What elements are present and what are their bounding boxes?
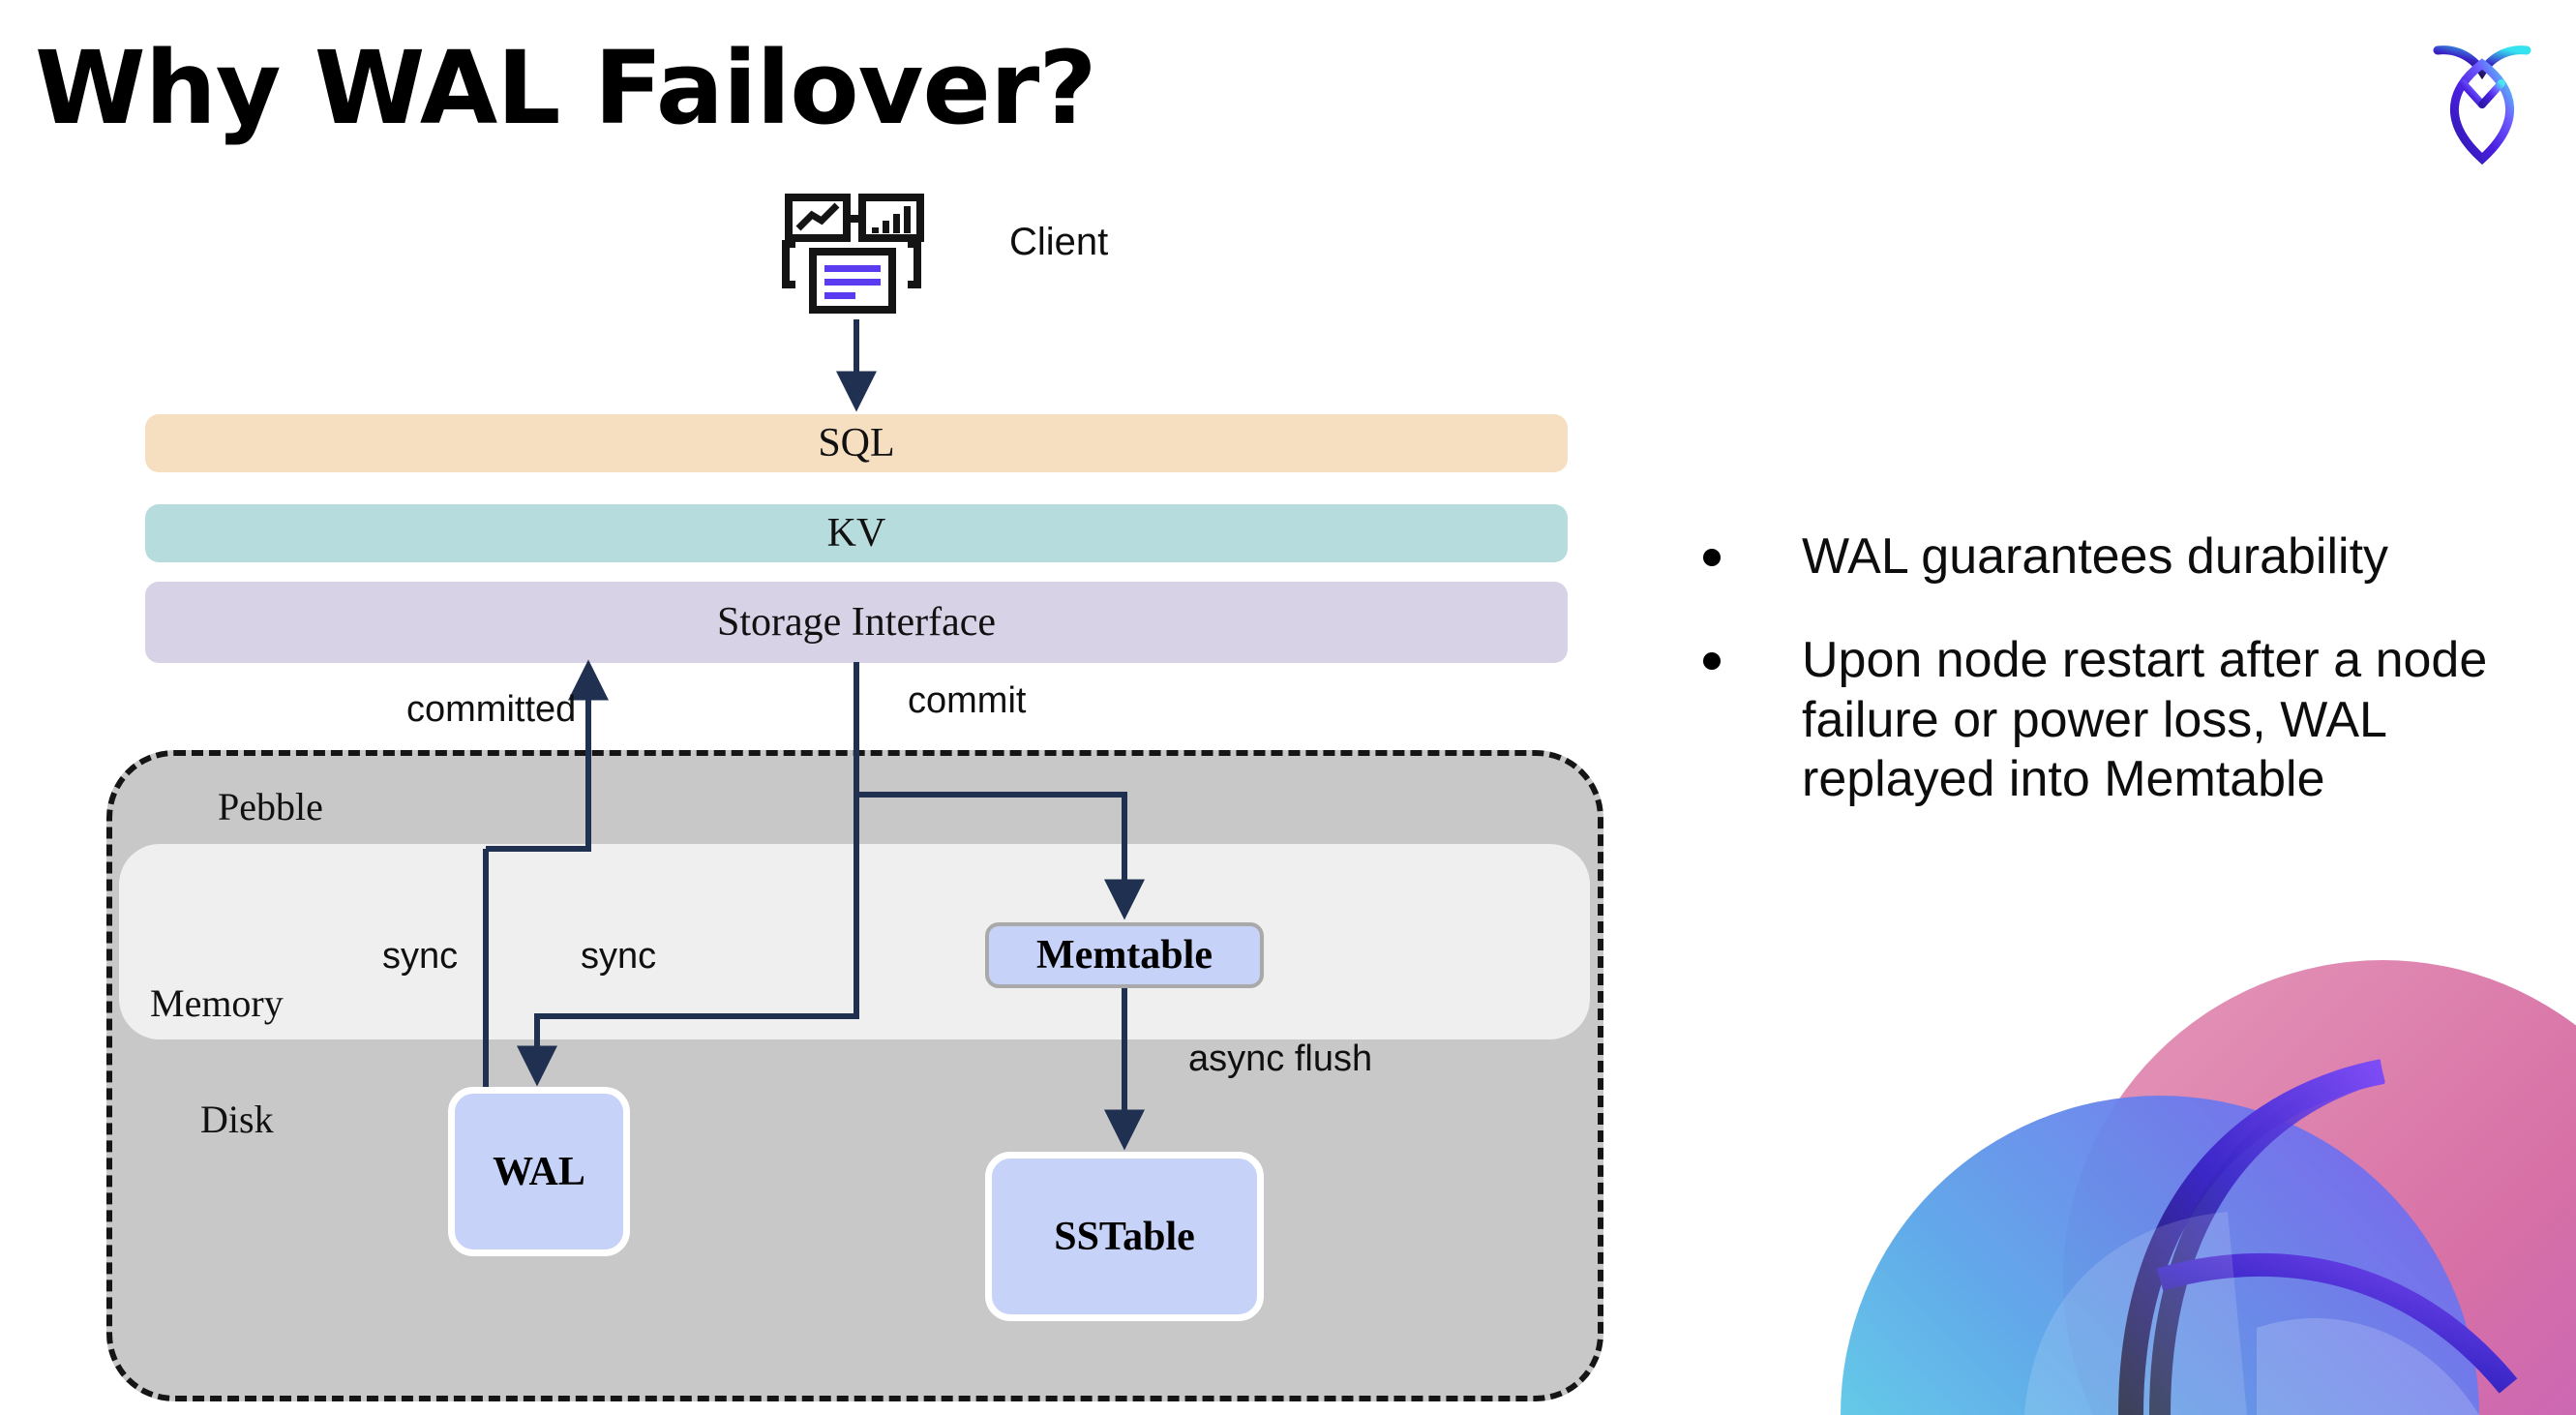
edge-label-committed: committed bbox=[406, 689, 577, 730]
memory-label: Memory bbox=[150, 981, 284, 1025]
list-item: Upon node restart after a node failure o… bbox=[1703, 631, 2506, 809]
layer-label-sql: SQL bbox=[818, 421, 895, 466]
cockroach-logo-icon bbox=[2414, 29, 2550, 174]
node-memtable: Memtable bbox=[985, 922, 1264, 988]
layer-label-storage-interface: Storage Interface bbox=[717, 600, 996, 645]
disk-label: Disk bbox=[200, 1098, 274, 1141]
client-dashboard-icon bbox=[769, 192, 934, 337]
node-label-wal: WAL bbox=[493, 1149, 585, 1194]
edge-label-sync-right: sync bbox=[581, 936, 657, 977]
page-title: Why WAL Failover? bbox=[35, 29, 1097, 147]
bullet-text: Upon node restart after a node failure o… bbox=[1802, 632, 2488, 808]
bullet-dot-icon bbox=[1703, 549, 1721, 566]
memory-section bbox=[119, 844, 1590, 1039]
list-item: WAL guarantees durability bbox=[1703, 527, 2506, 587]
bullet-list: WAL guarantees durability Upon node rest… bbox=[1703, 527, 2506, 854]
decorative-circles-graphic bbox=[1841, 873, 2576, 1415]
bullet-dot-icon bbox=[1703, 652, 1721, 671]
layer-label-kv: KV bbox=[826, 511, 886, 556]
bullet-text: WAL guarantees durability bbox=[1802, 528, 2389, 585]
edge-label-async-flush: async flush bbox=[1188, 1039, 1373, 1079]
edge-label-commit: commit bbox=[908, 680, 1027, 721]
node-label-memtable: Memtable bbox=[1036, 933, 1213, 978]
node-label-sstable: SSTable bbox=[1054, 1214, 1195, 1259]
node-wal: WAL bbox=[448, 1087, 630, 1256]
pebble-label: Pebble bbox=[218, 785, 323, 828]
layer-bar-sql: SQL bbox=[145, 414, 1568, 472]
client-label: Client bbox=[1009, 221, 1109, 263]
edge-label-sync-left: sync bbox=[382, 936, 459, 977]
layer-bar-storage-interface: Storage Interface bbox=[145, 582, 1568, 663]
node-sstable: SSTable bbox=[985, 1152, 1264, 1321]
layer-bar-kv: KV bbox=[145, 504, 1568, 562]
